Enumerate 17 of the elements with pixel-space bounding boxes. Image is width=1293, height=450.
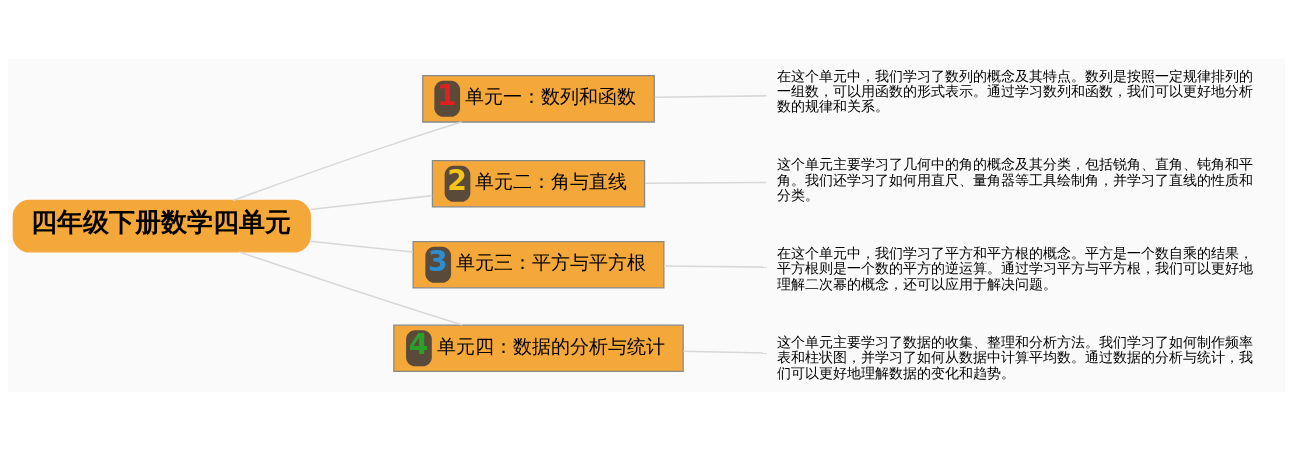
connector <box>309 194 433 210</box>
node-text: 在这个单元中，我们学习了平方和平方根的概念。平方是一个数自乘的结果，平方根则是一个数的平方的逆运算。通过学习平方与平方根，我们可以更好地理解二次幂的概念，还可以应用于解决问题。 <box>777 244 1253 292</box>
connector <box>663 264 768 268</box>
node-box: 2 单元二：角与直线 <box>431 159 646 207</box>
node-box: 1 单元一：数列和函数 <box>422 74 655 123</box>
connector <box>682 350 768 354</box>
node-box: 4 单元四：数据的分析与统计 <box>393 324 684 372</box>
node-box: 四年级下册数学四单元 <box>12 199 311 252</box>
connector <box>238 250 464 326</box>
node-text: 这个单元主要学习了几何中的角的概念及其分类，包括锐角、直角、钝角和平角。我们还学习了如何用直尺、量角器等工具绘制角，并学习了直线的性质和分类。 <box>777 155 1253 203</box>
node-box: 3 单元三：平方与平方根 <box>412 240 665 288</box>
connector <box>644 181 768 184</box>
node-text: 这个单元主要学习了数据的收集、整理和分析方法。我们学习了如何制作频率表和柱状图，并学习了如何从数据中计算平均数。通过数据的分析与统计，我们可以更好地理解数据的变化和趋势。 <box>777 333 1253 381</box>
node-text: 在这个单元中，我们学习了数列的概念及其特点。数列是按照一定规律排列的一组数，可以用函数的形式表示。通过学习数列和函数，我们可以更好地分析数的规律和关系。 <box>777 67 1253 114</box>
connector <box>309 240 414 253</box>
connector <box>653 94 768 98</box>
connector <box>232 120 463 201</box>
